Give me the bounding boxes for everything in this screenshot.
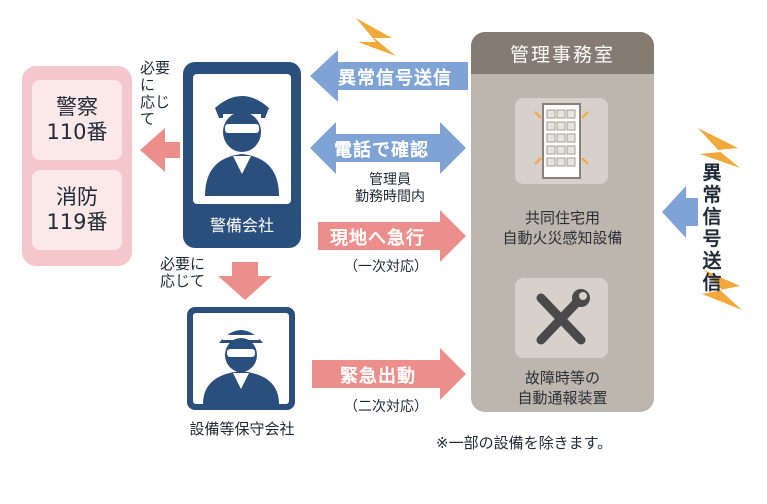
office-title: 管理事務室 [471, 32, 654, 74]
guard-icon [205, 96, 279, 196]
phone-confirm-sub: 管理員 勤務時間内 [355, 172, 425, 205]
arrow-to-maintenance [218, 262, 272, 300]
fire-alarm-panel-icon [534, 103, 589, 179]
incoming-signal-label: 異 常 信 号 送 信 [702, 162, 722, 294]
arrow-phone-confirm [310, 122, 466, 174]
rush-to-site-label: 現地へ急行 [330, 228, 425, 249]
arrow-abnormal-signal [310, 50, 468, 102]
dispatch-sub-label: （二次対応） [344, 399, 428, 415]
arrow-incoming-signal [662, 186, 698, 238]
lightning-icon [702, 270, 742, 310]
footnote: ※一部の設備を除きます。 [436, 434, 613, 452]
as-needed-note-bottom: 必要に 応じて [160, 255, 206, 290]
maintenance-company-label: 設備等保守会社 [189, 420, 295, 438]
technician-icon [203, 330, 279, 404]
tools-icon [536, 289, 590, 345]
lightning-icon [698, 128, 740, 168]
phone-confirm-label: 電話で確認 [334, 140, 429, 161]
guard-illustration [193, 74, 291, 204]
arrow-to-emergency [140, 128, 180, 172]
arrow-rush-to-site [318, 210, 466, 262]
security-company-box: 警備会社 [183, 62, 301, 248]
rush-sub-label: （一次対応） [344, 259, 428, 275]
fire-panel-tile [515, 98, 608, 184]
lightning-icon [356, 18, 396, 56]
as-needed-note-top: 必要 に 応じて [140, 59, 171, 128]
maintenance-company-box [187, 307, 295, 410]
technician-illustration [193, 313, 289, 404]
tools-tile [515, 278, 608, 358]
management-office-box: 管理事務室 共同住宅用 自動火災感知設備 [471, 32, 654, 412]
auto-report-label: 故障時等の 自動通報装置 [517, 369, 608, 407]
abnormal-signal-label: 異常信号送信 [338, 68, 452, 89]
emergency-dispatch-label: 緊急出動 [340, 366, 416, 387]
fire-detection-label: 共同住宅用 自動火災感知設備 [502, 209, 623, 247]
police-label: 警察 110番 [32, 80, 122, 160]
security-company-label: 警備会社 [209, 216, 274, 235]
arrow-emergency-dispatch [312, 348, 466, 400]
fire-label: 消防 119番 [32, 170, 122, 250]
emergency-services-box: 警察 110番 消防 119番 [22, 66, 132, 266]
